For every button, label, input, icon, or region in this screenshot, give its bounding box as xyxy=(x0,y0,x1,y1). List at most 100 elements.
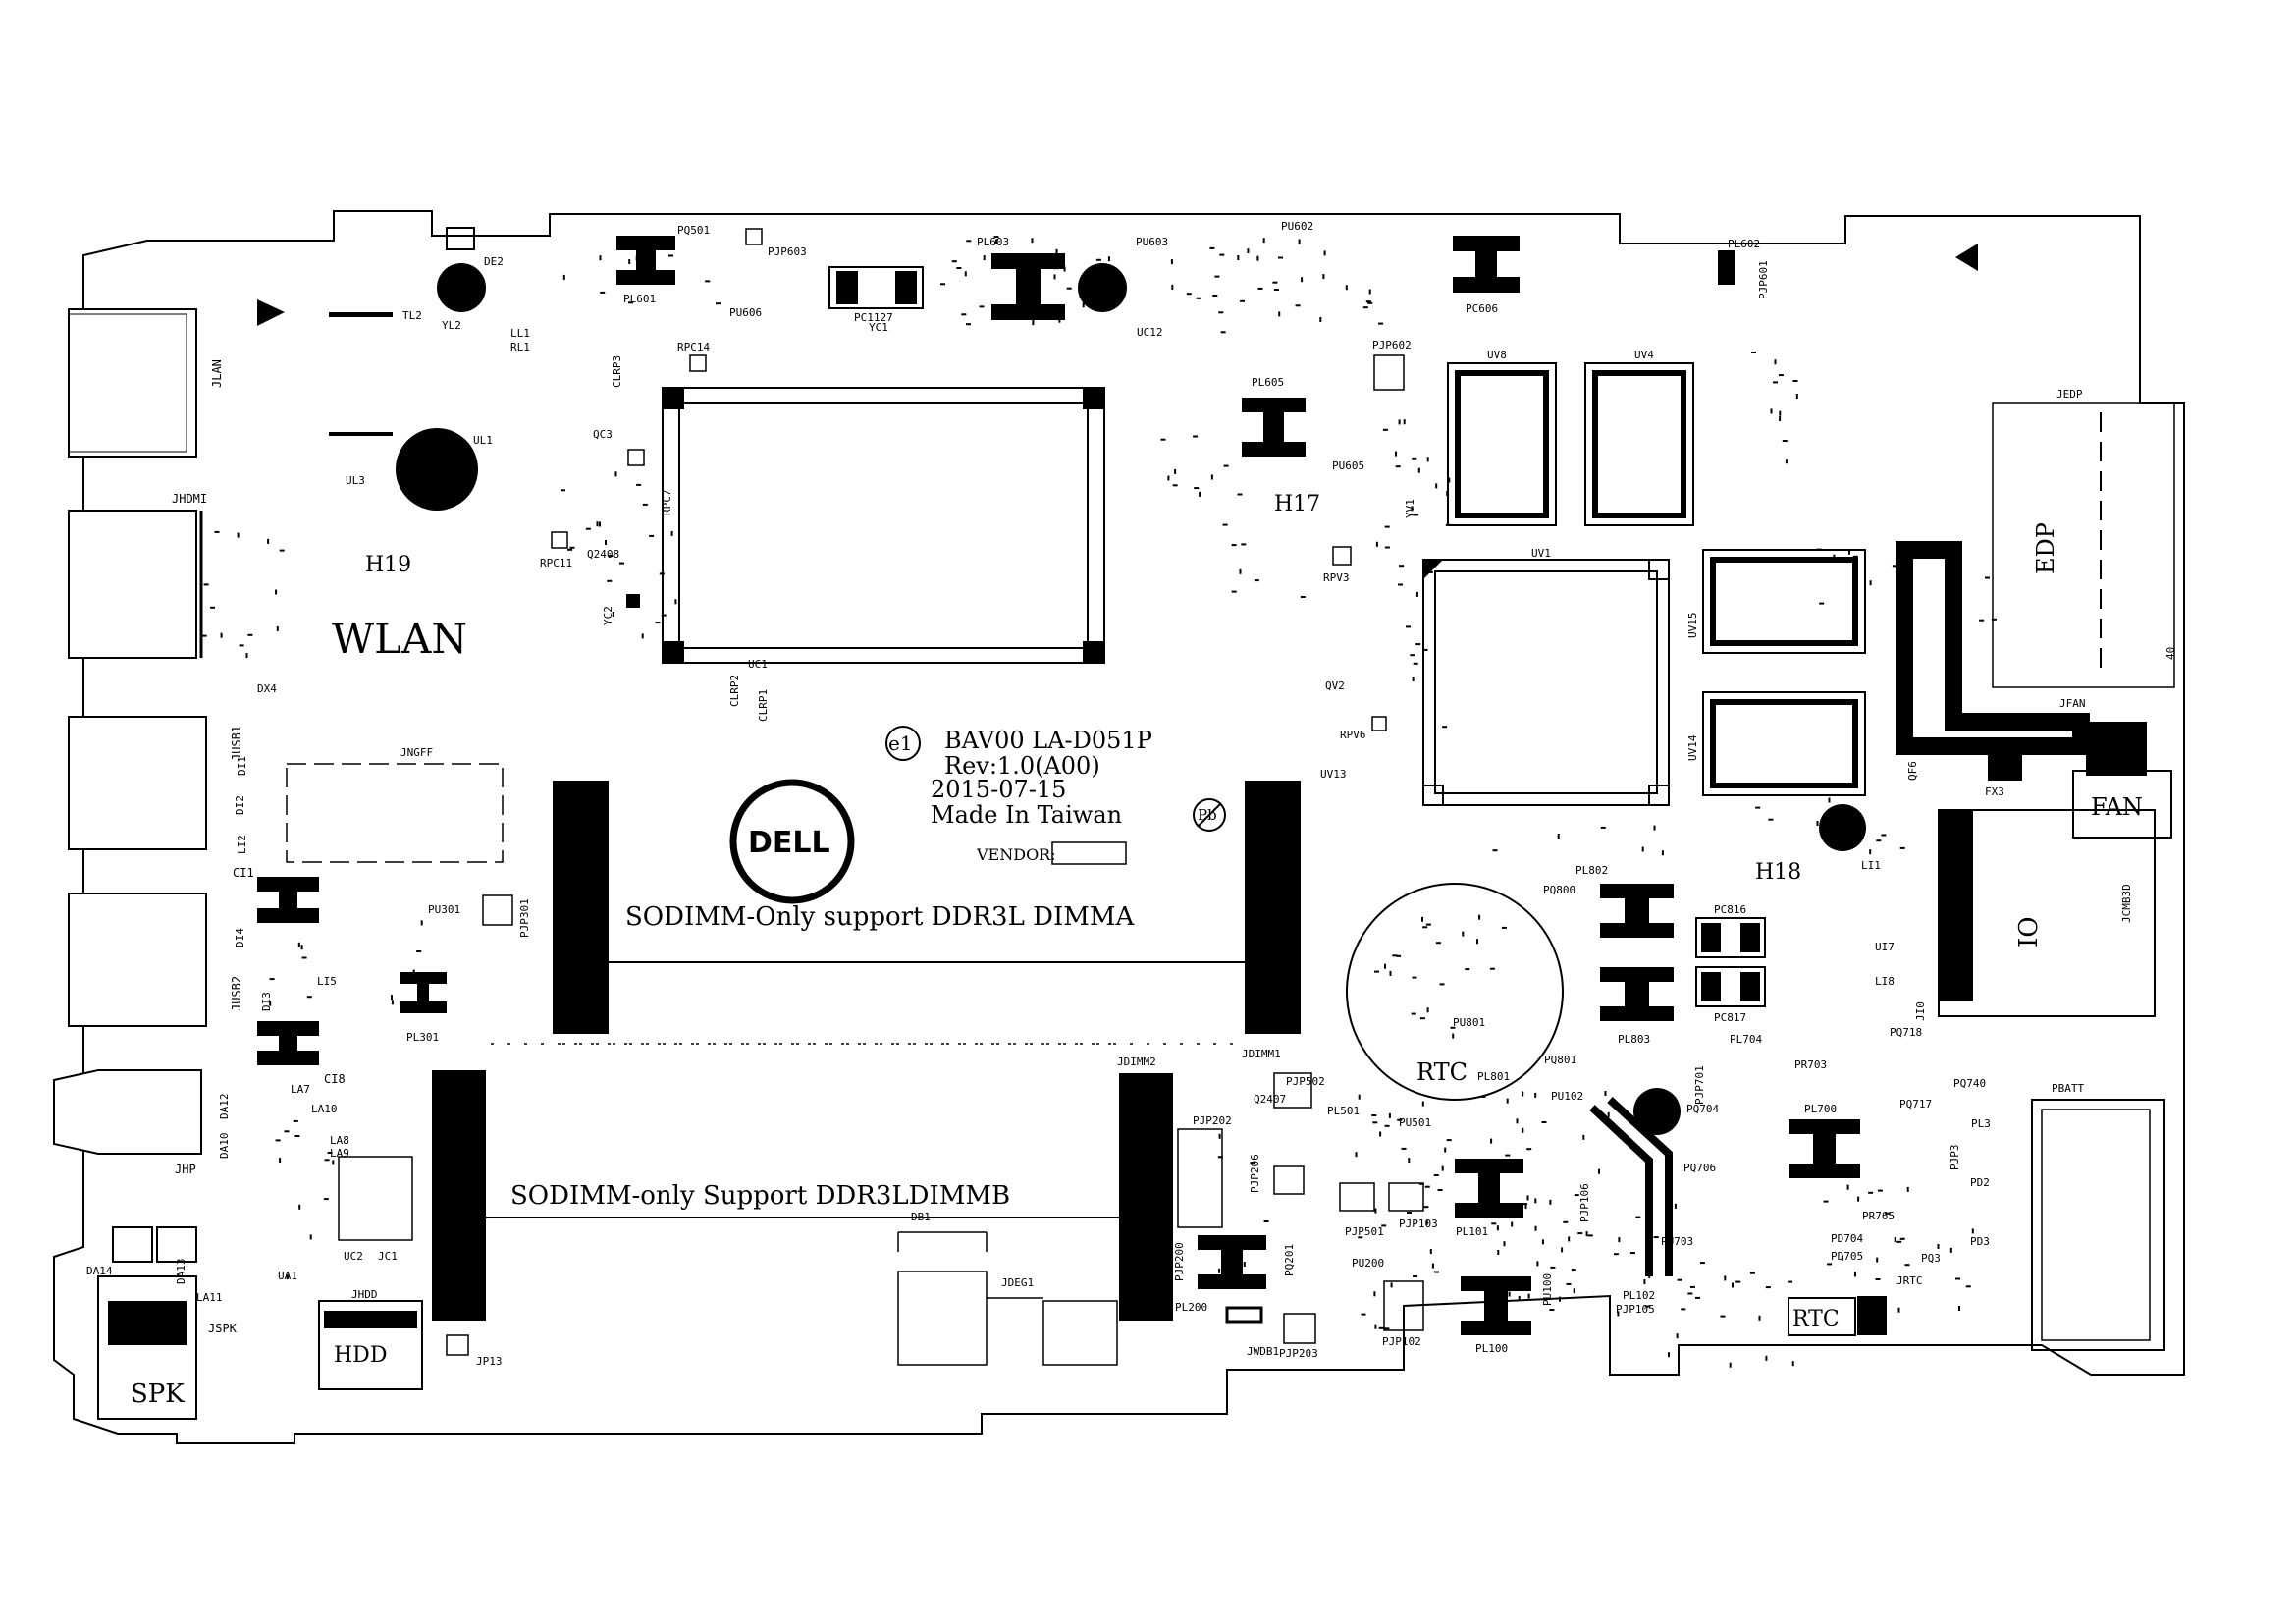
component-pad xyxy=(1549,1199,1552,1205)
component-pad xyxy=(203,583,209,586)
component-pad xyxy=(1196,297,1201,299)
component-pad xyxy=(1452,1033,1455,1039)
component-pad xyxy=(1384,525,1390,528)
component-pad xyxy=(1648,1235,1651,1241)
component-pad xyxy=(1345,285,1348,291)
component-pad xyxy=(1398,419,1401,425)
component-pad xyxy=(1278,311,1281,317)
component-pad xyxy=(332,1160,335,1165)
component-pad xyxy=(1816,548,1822,551)
component-pad xyxy=(1892,565,1897,568)
component-pad xyxy=(1412,677,1415,681)
pbatt-label: PBATT xyxy=(2052,1082,2084,1095)
component-pad xyxy=(1403,419,1406,425)
component-pad xyxy=(1904,1264,1910,1267)
component-pad xyxy=(1218,1133,1221,1139)
component-pad xyxy=(600,291,606,294)
pjp200-label: PJP200 xyxy=(1173,1242,1186,1281)
pu801-label: PU801 xyxy=(1453,1016,1485,1029)
component-pad xyxy=(1425,1219,1428,1225)
component-pad xyxy=(1550,1266,1556,1269)
jspk-label: JSPK xyxy=(208,1322,238,1335)
component-pad xyxy=(1411,1012,1416,1015)
uc1-chip: UC1 xyxy=(662,387,1105,671)
pjp502-box xyxy=(1273,1072,1312,1109)
component-pad xyxy=(1395,451,1397,457)
component-pad xyxy=(1411,506,1414,512)
component-pad xyxy=(1643,1279,1646,1285)
component-pad xyxy=(1429,1249,1432,1254)
dell-logo-text: DELL xyxy=(748,826,830,860)
jhdd-label: JHDD xyxy=(351,1288,378,1301)
pl803-label: PL803 xyxy=(1618,1033,1650,1046)
pu501-label: PU501 xyxy=(1399,1116,1431,1129)
jrtc-connector: RTC JRTC xyxy=(1788,1274,1923,1336)
rpc11-label: RPC11 xyxy=(540,557,572,569)
component-pad xyxy=(1209,246,1215,249)
rpv3-box xyxy=(1332,546,1352,566)
component-pad xyxy=(416,950,422,952)
uc1-label: UC1 xyxy=(748,658,768,671)
component-pad xyxy=(1361,1313,1366,1316)
uc2-label: UC2 xyxy=(344,1250,363,1263)
component-pad xyxy=(1278,256,1283,259)
component-pad xyxy=(1607,1111,1610,1117)
component-pad xyxy=(1367,301,1373,304)
component-pad xyxy=(1241,543,1247,546)
component-pad xyxy=(1031,238,1034,244)
pd704-label: PD704 xyxy=(1831,1232,1863,1245)
pq740-label: PQ740 xyxy=(1953,1077,1986,1090)
component-pad xyxy=(1407,1212,1412,1214)
pq801-label: PQ801 xyxy=(1544,1054,1576,1066)
pl200-part xyxy=(1198,1235,1266,1289)
component-pad xyxy=(1506,1098,1509,1104)
component-pad xyxy=(1689,1285,1695,1288)
component-pad xyxy=(1079,296,1085,298)
edp-trace xyxy=(1896,541,2090,755)
la9-label: LA9 xyxy=(330,1147,349,1160)
component-pad xyxy=(1186,293,1192,296)
component-pad xyxy=(1374,1324,1377,1329)
rpv6-box xyxy=(1371,716,1387,731)
component-pad xyxy=(1490,1138,1493,1144)
sodimm-a-silkscreen: SODIMM-Only support DDR3L DIMMA xyxy=(625,902,1135,932)
pjp103-label: PJP103 xyxy=(1399,1218,1438,1230)
rpc14-box xyxy=(689,354,707,372)
ul1-chip xyxy=(396,428,478,511)
board-title: BAV00 LA-D051P xyxy=(944,727,1152,754)
component-pad xyxy=(993,236,999,239)
pq717-label: PQ717 xyxy=(1899,1098,1932,1110)
clrp1-label: CLRP1 xyxy=(757,689,770,722)
component-pad xyxy=(1426,457,1429,462)
li1-part xyxy=(1819,804,1866,851)
component-pad xyxy=(1250,1162,1255,1164)
pl501-label: PL501 xyxy=(1327,1105,1360,1117)
component-pad xyxy=(1412,457,1417,460)
pjp602-box xyxy=(1373,354,1405,391)
la10-label: LA10 xyxy=(311,1103,338,1115)
component-pad xyxy=(1687,1292,1693,1295)
component-pad xyxy=(1618,1237,1621,1243)
edp-pin40: 40 xyxy=(2164,647,2177,660)
component-pad xyxy=(1788,1280,1793,1283)
rtc-box-silkscreen: RTC xyxy=(1792,1307,1840,1331)
component-pad xyxy=(1699,1262,1705,1265)
component-pad xyxy=(1422,569,1425,575)
jspk-connector: JSPK SPK DA14 DA13 LA11 xyxy=(86,1226,238,1420)
component-pad xyxy=(1406,625,1411,628)
component-pad xyxy=(1782,440,1788,442)
jdimm2-socket: SODIMM-only Support DDR3LDIMMB JDIMM2 xyxy=(432,1043,1173,1321)
da12-label: DA12 xyxy=(218,1094,231,1120)
component-pad xyxy=(391,1000,394,1005)
pl100-part xyxy=(1461,1276,1531,1335)
pl803-part xyxy=(1600,967,1674,1021)
dx4-label: DX4 xyxy=(257,682,277,695)
jwdb1-label: JWDB1 xyxy=(1247,1345,1279,1358)
component-pad xyxy=(1392,954,1398,957)
component-pad xyxy=(642,503,648,506)
ci8-label: CI8 xyxy=(324,1072,346,1086)
component-pad xyxy=(1557,834,1560,839)
pin1-arrow-right xyxy=(1955,244,1978,271)
pjp701-label: PJP701 xyxy=(1693,1065,1706,1105)
